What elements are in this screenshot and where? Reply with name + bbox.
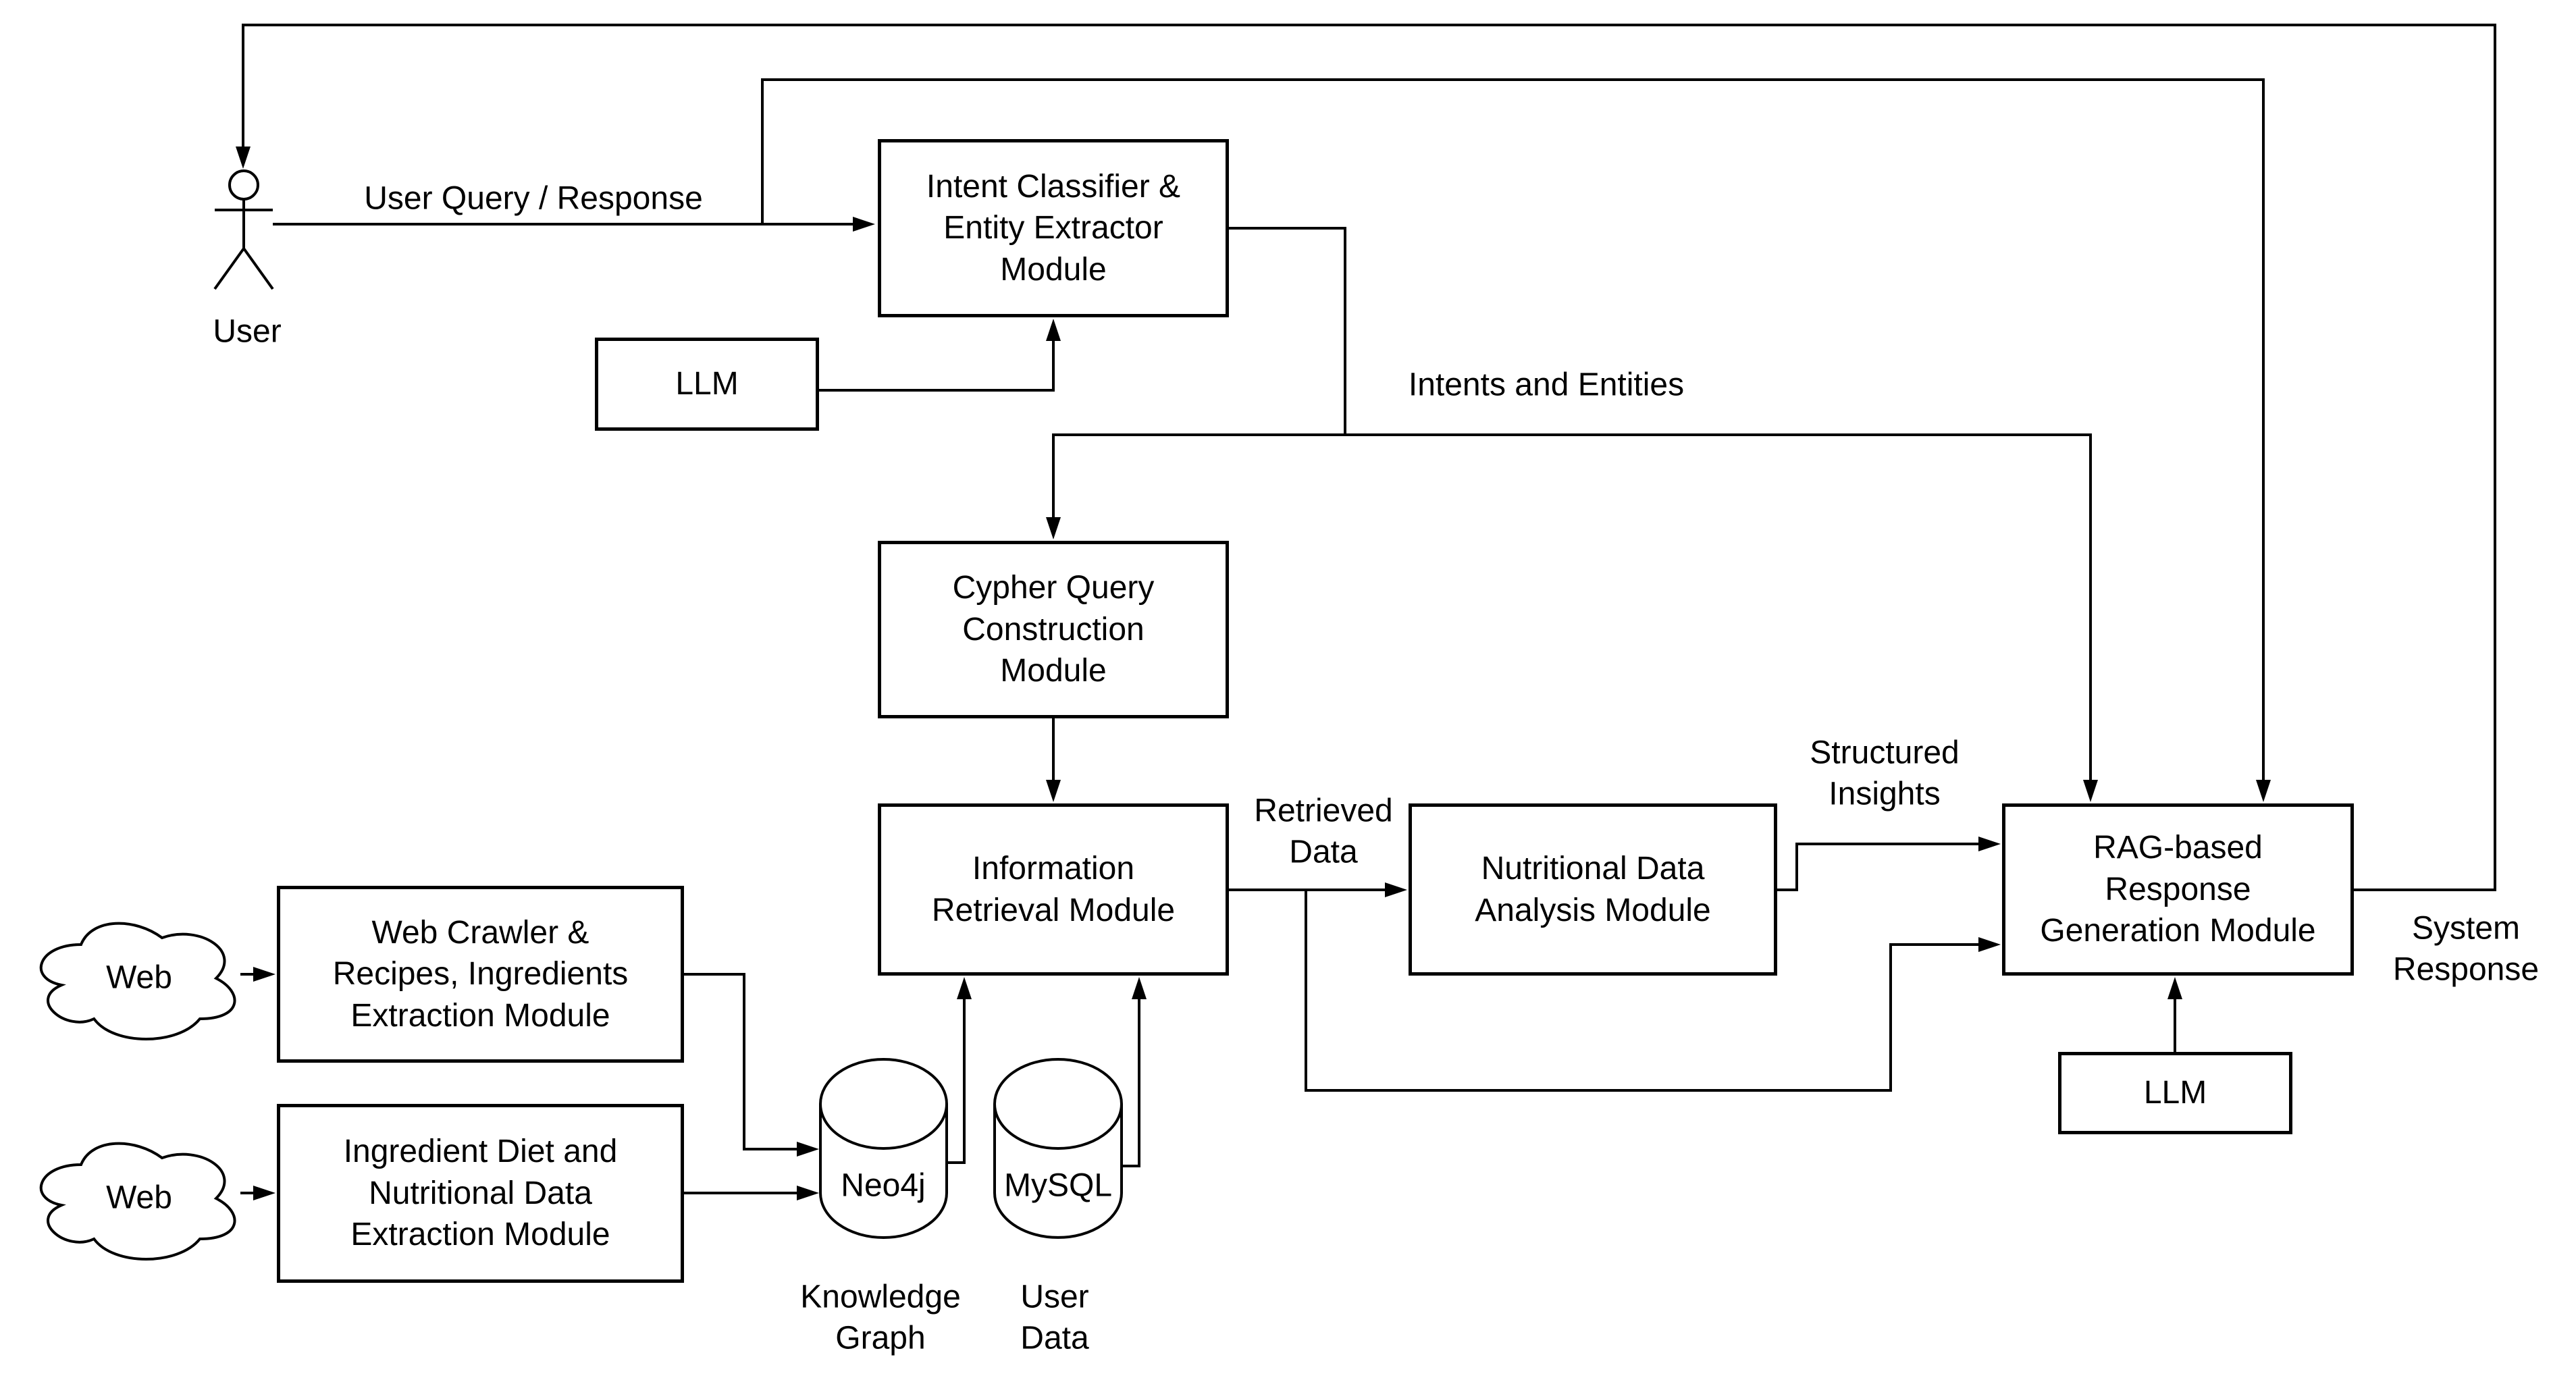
node-llm-bottom: LLM [2058, 1052, 2292, 1134]
node-intent-classifier-label: Intent Classifier & Entity Extractor Mod… [926, 168, 1181, 288]
edge-intent-output-trunk [1229, 227, 1346, 435]
edge-retrieved-data-to-rag [1305, 890, 2001, 1092]
mysql-caption: User Data [1020, 1279, 1089, 1356]
edge-nutritional-to-rag [1777, 837, 2001, 891]
edge-user-query-branch-to-rag [761, 78, 2271, 802]
node-ingredient-extraction-label: Ingredient Diet and Nutritional Data Ext… [343, 1134, 618, 1253]
edge-label-system-response: System Response [2387, 907, 2545, 991]
edge-label-user-query: User Query / Response [359, 178, 708, 219]
user-actor-label: User [213, 313, 282, 350]
neo4j-database-icon [819, 1058, 948, 1239]
node-web-crawler-label: Web Crawler & Recipes, Ingredients Extra… [332, 914, 629, 1034]
web-cloud-bottom-icon [39, 1142, 236, 1261]
mysql-database-icon [993, 1058, 1123, 1239]
edge-system-response-loop [236, 24, 2496, 891]
node-nutritional-analysis: Nutritional Data Analysis Module [1409, 803, 1777, 976]
node-cypher-query-construction: Cypher Query Construction Module [878, 541, 1229, 718]
edge-llm-to-intent [819, 319, 1061, 392]
edge-neo4j-to-information [947, 977, 972, 1164]
node-cypher-label: Cypher Query Construction Module [952, 570, 1155, 689]
edge-label-intents-entities: Intents and Entities [1402, 364, 1690, 406]
web-cloud-top-icon [39, 922, 236, 1040]
node-rag-label: RAG-based Response Generation Module [2040, 830, 2316, 949]
node-web-crawler: Web Crawler & Recipes, Ingredients Extra… [277, 886, 684, 1063]
edge-intents-to-cypher [1046, 433, 1345, 539]
edge-label-structured-insights: Structured Insights [1804, 732, 1965, 816]
mysql-label: MySQL [1003, 1167, 1113, 1204]
edge-intents-to-rag [1345, 433, 2098, 802]
edge-crawler-to-neo4j [684, 973, 819, 1157]
edge-mysql-to-information [1122, 977, 1147, 1167]
neo4j-caption: Knowledge Graph [800, 1279, 961, 1356]
node-nutritional-analysis-label: Nutritional Data Analysis Module [1475, 851, 1711, 928]
user-actor-icon [213, 169, 274, 290]
node-llm-bottom-label: LLM [2143, 1075, 2207, 1111]
node-ingredient-extraction: Ingredient Diet and Nutritional Data Ext… [277, 1104, 684, 1283]
neo4j-label: Neo4j [841, 1167, 926, 1204]
node-information-retrieval-label: Information Retrieval Module [931, 851, 1176, 928]
node-llm-top: LLM [595, 338, 819, 431]
edge-label-retrieved-data: Retrieved Data [1248, 790, 1398, 874]
node-information-retrieval: Information Retrieval Module [878, 803, 1229, 976]
node-llm-top-label: LLM [675, 366, 739, 402]
web-cloud-top-label: Web [106, 959, 172, 996]
web-cloud-bottom-label: Web [106, 1180, 172, 1216]
node-intent-classifier: Intent Classifier & Entity Extractor Mod… [878, 139, 1229, 317]
node-rag-response-generation: RAG-based Response Generation Module [2002, 803, 2354, 976]
